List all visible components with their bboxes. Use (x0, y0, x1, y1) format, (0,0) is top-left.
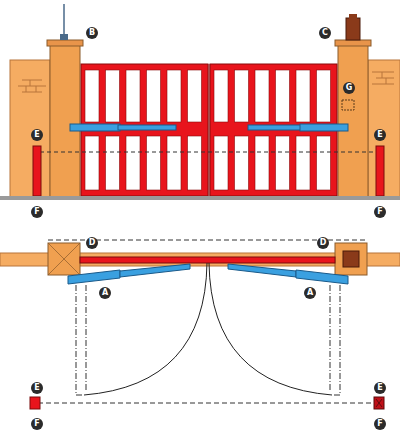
callout-letter: F (374, 206, 386, 218)
callout-letter: F (31, 418, 43, 430)
callout-letter: D (86, 237, 98, 249)
callout-letter: E (374, 382, 386, 394)
callout-letter: F (31, 206, 43, 218)
gate-panel (276, 70, 290, 122)
gate-panel (167, 70, 181, 122)
callout-letter: G (343, 82, 355, 94)
gate-panel (255, 70, 269, 122)
gate-panel (188, 136, 202, 190)
gate-panel (214, 70, 228, 122)
gate-panel (317, 136, 331, 190)
gate-panel (167, 136, 181, 190)
callout-letter: C (319, 27, 331, 39)
gate-panel (147, 70, 161, 122)
callout-letter: A (99, 287, 111, 299)
gate-panel (235, 70, 249, 122)
gate-panel (188, 70, 202, 122)
callout-letter: E (31, 129, 43, 141)
gate-panel (126, 70, 140, 122)
callout-letter: E (374, 129, 386, 141)
callout-letter: B (86, 27, 98, 39)
gate-panel (296, 136, 310, 190)
gate-panel (235, 136, 249, 190)
gate-panel (147, 136, 161, 190)
gate-panel (276, 136, 290, 190)
callout-letter: D (317, 237, 329, 249)
callout-letter: A (304, 287, 316, 299)
gate-panel (85, 70, 99, 122)
gate-panel (85, 136, 99, 190)
gate-panel (126, 136, 140, 190)
gate-panel (296, 70, 310, 122)
gate-panel (255, 136, 269, 190)
gate-panel (214, 136, 228, 190)
gate-panel (317, 70, 331, 122)
gate-panel (106, 70, 120, 122)
callout-letter: E (31, 382, 43, 394)
callout-letter: F (374, 418, 386, 430)
gate-panel (106, 136, 120, 190)
